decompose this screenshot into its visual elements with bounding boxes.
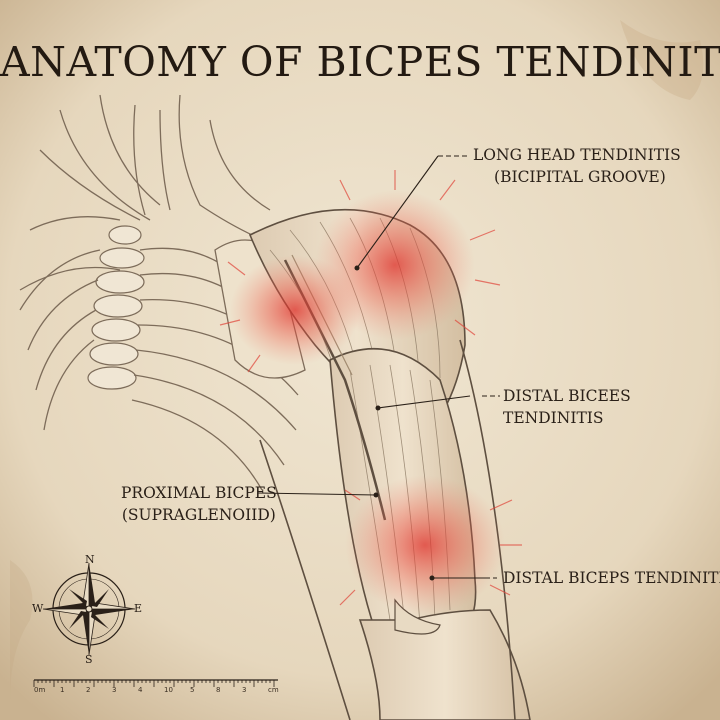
scale-ruler bbox=[33, 679, 278, 687]
page-title: ANATOMY OF BICPES TENDINITIS bbox=[0, 38, 720, 86]
label-distal-bicees-tendinitis: DISTAL BICEES TENDINITIS bbox=[503, 385, 631, 429]
label-proximal-bicpes: PROXIMAL BICPES (SUPRAGLENOIID) bbox=[121, 482, 277, 526]
compass-rose bbox=[42, 562, 136, 656]
compass-south: S bbox=[85, 653, 93, 666]
ruler-number: 8 bbox=[216, 686, 221, 694]
ruler-number: cm bbox=[268, 686, 279, 694]
leader-dots bbox=[354, 265, 435, 581]
arm-outline bbox=[459, 339, 516, 720]
label-line: DISTAL BICEES bbox=[503, 387, 631, 405]
arm-outline bbox=[259, 439, 351, 720]
forearm bbox=[358, 609, 531, 720]
ruler-number: 3 bbox=[242, 686, 247, 694]
leader-lines bbox=[257, 155, 500, 579]
ruler-number: 10 bbox=[164, 686, 173, 694]
ruler-number: 3 bbox=[112, 686, 117, 694]
label-line: PROXIMAL BICPES bbox=[121, 484, 277, 502]
label-line: TENDINITIS bbox=[503, 409, 604, 427]
ruler-number: 5 bbox=[190, 686, 195, 694]
ruler-number: 0m bbox=[34, 686, 46, 694]
label-line: DISTAL BICEPS TENDINITIS bbox=[503, 569, 720, 587]
ruler-number: 2 bbox=[86, 686, 91, 694]
paper-stain bbox=[620, 20, 704, 100]
label-line: (SUPRAGLENOIID) bbox=[121, 506, 276, 524]
inflammation-distal bbox=[339, 475, 522, 615]
label-long-head-tendinitis: LONG HEAD TENDINITIS (BICIPITAL GROOVE) bbox=[473, 144, 681, 188]
ruler-number: 4 bbox=[138, 686, 143, 694]
label-line: LONG HEAD TENDINITIS bbox=[473, 146, 681, 164]
compass-west: W bbox=[32, 602, 44, 615]
paper-stain bbox=[10, 560, 33, 700]
label-distal-biceps-tendinitis: DISTAL BICEPS TENDINITIS bbox=[503, 567, 720, 589]
compass-east: E bbox=[134, 602, 143, 615]
label-line: (BICIPITAL GROOVE) bbox=[494, 168, 666, 186]
ruler-number: 1 bbox=[60, 686, 65, 694]
neck-outline bbox=[19, 94, 311, 291]
inflammation-proximal bbox=[219, 255, 360, 373]
spine bbox=[87, 225, 145, 390]
compass-north: N bbox=[85, 553, 95, 566]
